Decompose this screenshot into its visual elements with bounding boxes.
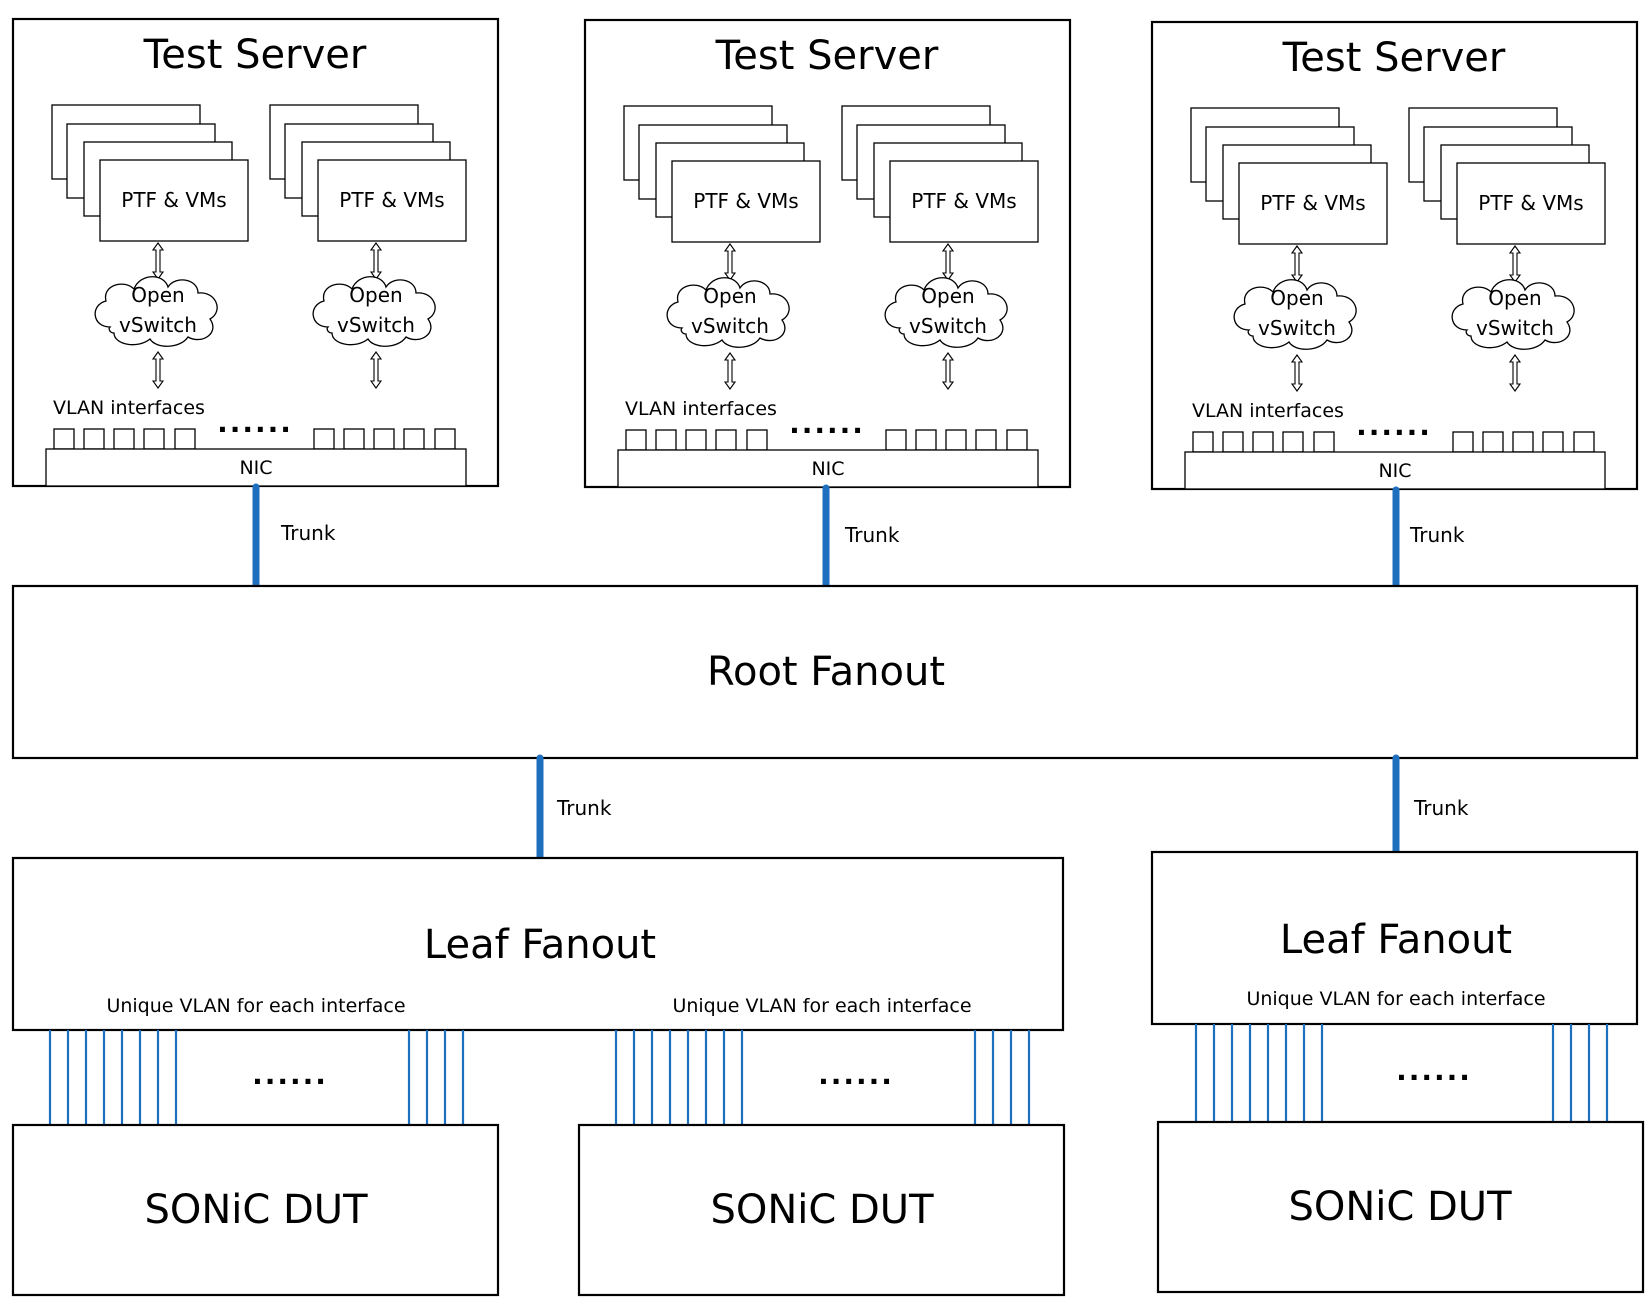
links-ellipsis: ...... bbox=[252, 1058, 328, 1091]
test-server-box bbox=[11, 17, 500, 488]
ovs-label-line1: Open bbox=[1488, 286, 1541, 310]
sonic-dut-box bbox=[11, 1123, 500, 1297]
sonic-dut-box bbox=[1156, 1120, 1645, 1294]
root-fanout-title: Root Fanout bbox=[707, 649, 945, 695]
dut-links-1 bbox=[48, 1030, 465, 1125]
leaf-fanout-2: Leaf Fanout Unique VLAN for each interfa… bbox=[1150, 850, 1639, 1026]
ptf-vms-label: PTF & VMs bbox=[911, 189, 1016, 213]
ovs-label-line1: Open bbox=[921, 284, 974, 308]
test-server-1: Test Server PTF & VMs Open vSwitch PTF &… bbox=[11, 17, 500, 488]
unique-vlan-label: Unique VLAN for each interface bbox=[106, 995, 405, 1017]
unique-vlan-label: Unique VLAN for each interface bbox=[672, 995, 971, 1017]
nic-box bbox=[1184, 451, 1606, 490]
vlan-interfaces-label: VLAN interfaces bbox=[625, 398, 777, 420]
trunk-label: Trunk bbox=[844, 523, 900, 547]
test-server-title: Test Server bbox=[715, 33, 939, 79]
ovs-label-line2: vSwitch bbox=[909, 314, 987, 338]
ptf-vms-label: PTF & VMs bbox=[121, 188, 226, 212]
ovs-label-line1: Open bbox=[1270, 286, 1323, 310]
sonic-dut-title: SONiC DUT bbox=[144, 1187, 368, 1233]
sonic-dut-box bbox=[577, 1123, 1066, 1297]
ovs-label-line2: vSwitch bbox=[1476, 316, 1554, 340]
ports-ellipsis: ...... bbox=[789, 407, 865, 440]
ovs-label-line1: Open bbox=[703, 284, 756, 308]
vlan-ports-left bbox=[625, 429, 768, 451]
nic-box bbox=[45, 448, 467, 487]
leaf-fanout-title: Leaf Fanout bbox=[1280, 917, 1512, 963]
ptf-stack: PTF & VMs bbox=[841, 105, 1039, 243]
trunk-label: Trunk bbox=[1413, 796, 1469, 820]
test-server-2: Test Server PTF & VMs Open vSwitch PTF &… bbox=[583, 18, 1072, 489]
nic-label: NIC bbox=[811, 458, 844, 480]
ovs-label-line1: Open bbox=[131, 283, 184, 307]
leaf-fanout-box bbox=[1150, 850, 1639, 1026]
test-server-title: Test Server bbox=[1282, 35, 1506, 81]
dut-links-3 bbox=[1194, 1024, 1609, 1122]
dut-links-2 bbox=[614, 1030, 1031, 1125]
leaf-fanout-box bbox=[11, 856, 1065, 1032]
trunk-label: Trunk bbox=[1409, 523, 1465, 547]
ptf-stack: PTF & VMs bbox=[51, 104, 249, 242]
vlan-interfaces-label: VLAN interfaces bbox=[1192, 400, 1344, 422]
ptf-stack: PTF & VMs bbox=[1408, 107, 1606, 245]
links-ellipsis: ...... bbox=[818, 1058, 894, 1091]
test-server-title: Test Server bbox=[143, 32, 367, 78]
nic-label: NIC bbox=[1378, 460, 1411, 482]
trunk-label: Trunk bbox=[280, 521, 336, 545]
test-server-box bbox=[1150, 20, 1639, 491]
nic-label: NIC bbox=[239, 457, 272, 479]
ovs-label-line2: vSwitch bbox=[691, 314, 769, 338]
vlan-interfaces-label: VLAN interfaces bbox=[53, 397, 205, 419]
vlan-ports-left bbox=[1192, 431, 1335, 453]
ovs-label-line2: vSwitch bbox=[337, 313, 415, 337]
leaf-fanout-title: Leaf Fanout bbox=[424, 922, 656, 968]
root-fanout-box bbox=[11, 584, 1639, 760]
vlan-ports-right bbox=[313, 428, 456, 450]
ptf-stack: PTF & VMs bbox=[269, 104, 467, 242]
vlan-ports-left bbox=[53, 428, 196, 450]
ptf-vms-label: PTF & VMs bbox=[1478, 191, 1583, 215]
ptf-vms-label: PTF & VMs bbox=[1260, 191, 1365, 215]
ptf-stack: PTF & VMs bbox=[1190, 107, 1388, 245]
ovs-label-line2: vSwitch bbox=[1258, 316, 1336, 340]
ports-ellipsis: ...... bbox=[217, 406, 293, 439]
ptf-vms-label: PTF & VMs bbox=[693, 189, 798, 213]
test-server-3: Test Server PTF & VMs Open vSwitch PTF &… bbox=[1150, 20, 1639, 491]
ptf-vms-label: PTF & VMs bbox=[339, 188, 444, 212]
ports-ellipsis: ...... bbox=[1356, 409, 1432, 442]
links-ellipsis: ...... bbox=[1396, 1054, 1472, 1087]
sonic-dut-title: SONiC DUT bbox=[1288, 1184, 1512, 1230]
sonic-dut-title: SONiC DUT bbox=[710, 1187, 934, 1233]
ovs-label-line2: vSwitch bbox=[119, 313, 197, 337]
unique-vlan-label: Unique VLAN for each interface bbox=[1246, 988, 1545, 1010]
ptf-stack: PTF & VMs bbox=[623, 105, 821, 243]
ovs-label-line1: Open bbox=[349, 283, 402, 307]
trunk-label: Trunk bbox=[556, 796, 612, 820]
leaf-fanout-1: Leaf Fanout Unique VLAN for each interfa… bbox=[11, 856, 1065, 1032]
